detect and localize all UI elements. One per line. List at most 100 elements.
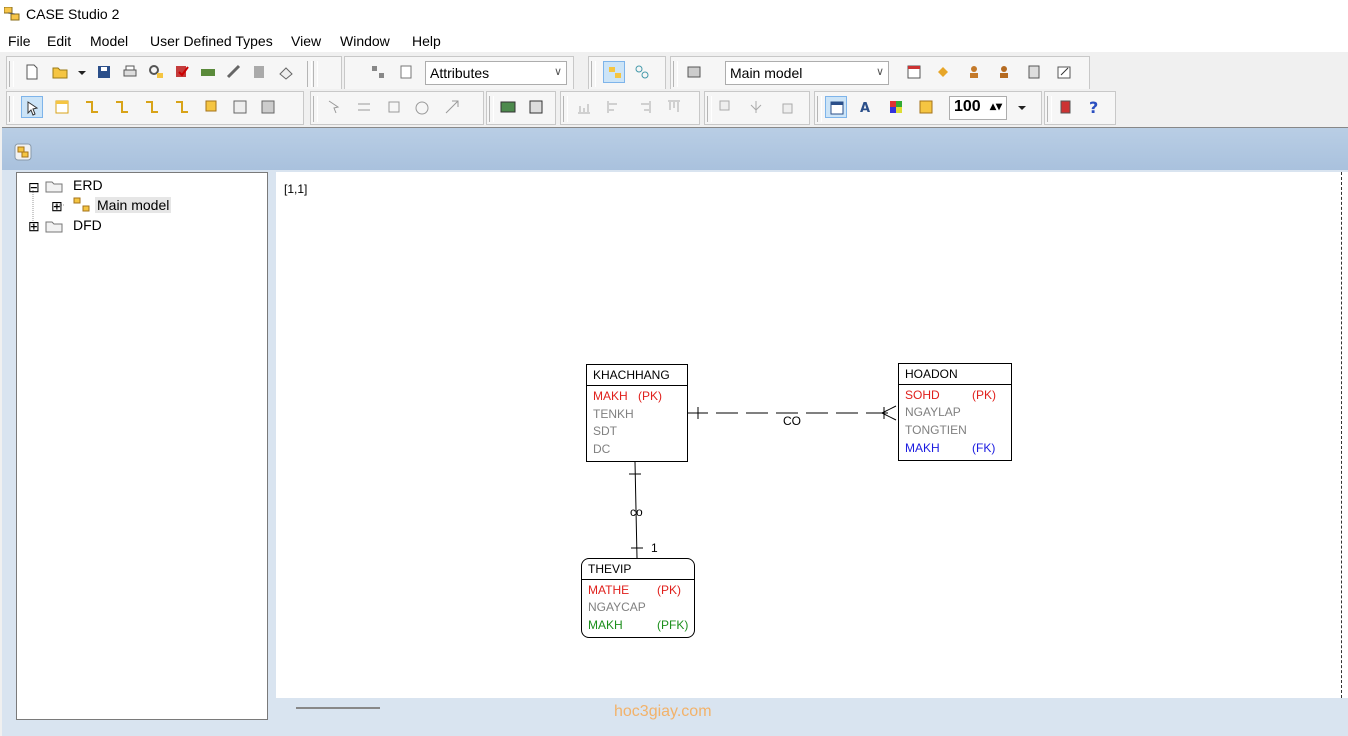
- object-color-icon[interactable]: [915, 96, 937, 118]
- table-icon[interactable]: [903, 61, 925, 83]
- svg-text:A: A: [860, 101, 870, 116]
- menu-help[interactable]: Help: [412, 33, 441, 49]
- toolbar-grip[interactable]: [9, 96, 14, 122]
- relationship-label-co-vip[interactable]: co: [630, 505, 643, 519]
- distribute-icon[interactable]: [745, 96, 767, 118]
- pointer-tool-icon[interactable]: [21, 96, 43, 118]
- toolbar-standard: Attributes ∨ Main model ∨: [0, 54, 1348, 90]
- line-shape-icon[interactable]: [353, 96, 375, 118]
- entity-tool-icon[interactable]: [51, 96, 73, 118]
- calculator-icon[interactable]: [1023, 61, 1045, 83]
- eraser-icon[interactable]: [275, 61, 297, 83]
- toolbar-separator: [313, 61, 318, 87]
- menu-model[interactable]: Model: [90, 33, 129, 49]
- exit-icon[interactable]: [1055, 96, 1077, 118]
- display-mode-icon[interactable]: [395, 61, 417, 83]
- relation-view-icon[interactable]: [631, 61, 653, 83]
- relationship-tool-3-icon[interactable]: [141, 96, 163, 118]
- menu-file[interactable]: File: [8, 33, 31, 49]
- entity-hoadon[interactable]: HOADON SOHD(PK) NGAYLAP TONGTIEN MAKH(FK…: [898, 363, 1012, 461]
- save-icon[interactable]: [93, 61, 115, 83]
- relationship-tool-4-icon[interactable]: [171, 96, 193, 118]
- view-tool-icon[interactable]: [201, 96, 223, 118]
- model-document-icon[interactable]: [14, 143, 32, 161]
- check-model-icon[interactable]: [171, 61, 193, 83]
- toolbar-grip[interactable]: [707, 96, 712, 122]
- tree-item-erd[interactable]: ERD: [73, 177, 103, 193]
- color-palette-icon[interactable]: [885, 96, 907, 118]
- model-view-icon[interactable]: [603, 61, 625, 83]
- relationship-tool-2-icon[interactable]: [111, 96, 133, 118]
- rectangle-shape-icon[interactable]: [383, 96, 405, 118]
- generate-icon[interactable]: [197, 61, 219, 83]
- layout-icon[interactable]: [367, 61, 389, 83]
- menu-edit[interactable]: Edit: [47, 33, 72, 49]
- bring-front-icon[interactable]: [715, 96, 737, 118]
- open-dropdown-icon[interactable]: [71, 61, 86, 83]
- toolbar-grip[interactable]: [489, 96, 494, 122]
- toolbar-grip[interactable]: [313, 96, 318, 122]
- help-icon[interactable]: ?: [1083, 96, 1105, 118]
- expand-toggle-dfd[interactable]: ⊞: [28, 218, 40, 234]
- attribute-makh: MAKH(PK): [593, 389, 662, 403]
- grid-tool-icon[interactable]: [257, 96, 279, 118]
- toolbar-grip[interactable]: [1047, 96, 1052, 122]
- zoom-value: 100: [954, 98, 981, 115]
- entity-thevip[interactable]: THEVIP MATHE(PK) NGAYCAP MAKH(PFK): [581, 558, 695, 638]
- diagram-canvas[interactable]: [1,1] CO co 1 KHACHHANG MAKH(PK) TENKH S…: [276, 172, 1348, 698]
- chevron-down-icon: ∨: [875, 66, 884, 78]
- arrow-shape-icon[interactable]: [441, 96, 463, 118]
- print-icon[interactable]: [119, 61, 141, 83]
- svg-text:?: ?: [1089, 98, 1098, 116]
- align-top-icon[interactable]: [663, 96, 685, 118]
- user-icon[interactable]: [993, 61, 1015, 83]
- horizontal-scrollbar-thumb[interactable]: [296, 707, 380, 709]
- note-tool-icon[interactable]: [229, 96, 251, 118]
- entity-khachhang[interactable]: KHACHHANG MAKH(PK) TENKH SDT DC: [586, 364, 688, 462]
- toolbar-grip[interactable]: [673, 61, 678, 87]
- toolbar-grip[interactable]: [563, 96, 568, 122]
- script-icon[interactable]: [249, 61, 271, 83]
- spinner-icon[interactable]: ▴▾: [989, 99, 1002, 113]
- align-right-icon[interactable]: [633, 96, 655, 118]
- entity-divider: [582, 579, 694, 580]
- menu-window[interactable]: Window: [340, 33, 390, 49]
- expand-toggle-main-model[interactable]: ⊞: [51, 198, 63, 214]
- toolbar-grip[interactable]: [591, 61, 596, 87]
- relationship-tool-icon[interactable]: [81, 96, 103, 118]
- users-icon[interactable]: [963, 61, 985, 83]
- attribute-tenkh: TENKH: [593, 407, 634, 421]
- open-folder-icon[interactable]: [49, 61, 71, 83]
- align-left-icon[interactable]: [603, 96, 625, 118]
- new-file-icon[interactable]: [21, 61, 43, 83]
- select-shape-icon[interactable]: [323, 96, 345, 118]
- refresh-icon[interactable]: [933, 61, 955, 83]
- align-bottom-icon[interactable]: [573, 96, 595, 118]
- find-icon[interactable]: [145, 61, 167, 83]
- menu-view[interactable]: View: [291, 33, 322, 49]
- model-tree: ⊟ ERD ⊞ Main model ⊞ DFD: [16, 172, 268, 720]
- toolbar-grip[interactable]: [817, 96, 822, 122]
- zoom-spinner[interactable]: 100 ▴▾: [949, 96, 1007, 120]
- model-select[interactable]: Main model ∨: [725, 61, 889, 85]
- tree-item-dfd[interactable]: DFD: [73, 217, 102, 233]
- model-properties-icon[interactable]: [683, 61, 705, 83]
- menu-user-defined-types[interactable]: User Defined Types: [150, 33, 273, 49]
- reverse-engineer-icon[interactable]: [223, 61, 245, 83]
- export-image-icon[interactable]: [497, 96, 519, 118]
- relationship-label-co[interactable]: CO: [783, 414, 801, 428]
- send-back-icon[interactable]: [775, 96, 797, 118]
- zoom-dropdown-icon[interactable]: [1011, 96, 1026, 118]
- export-report-icon[interactable]: [525, 96, 547, 118]
- display-mode-select[interactable]: Attributes ∨: [425, 61, 567, 85]
- attribute-sdt: SDT: [593, 424, 617, 438]
- notes-icon[interactable]: [1053, 61, 1075, 83]
- window-view-icon[interactable]: [825, 96, 847, 118]
- tree-item-main-model[interactable]: Main model: [95, 197, 172, 213]
- relationship-kh-vip[interactable]: [634, 461, 638, 559]
- toolbar-grip[interactable]: [9, 61, 14, 87]
- folder-icon: [45, 221, 63, 233]
- ellipse-shape-icon[interactable]: [411, 96, 433, 118]
- expand-toggle-erd[interactable]: ⊟: [28, 179, 40, 195]
- font-icon[interactable]: A: [855, 96, 877, 118]
